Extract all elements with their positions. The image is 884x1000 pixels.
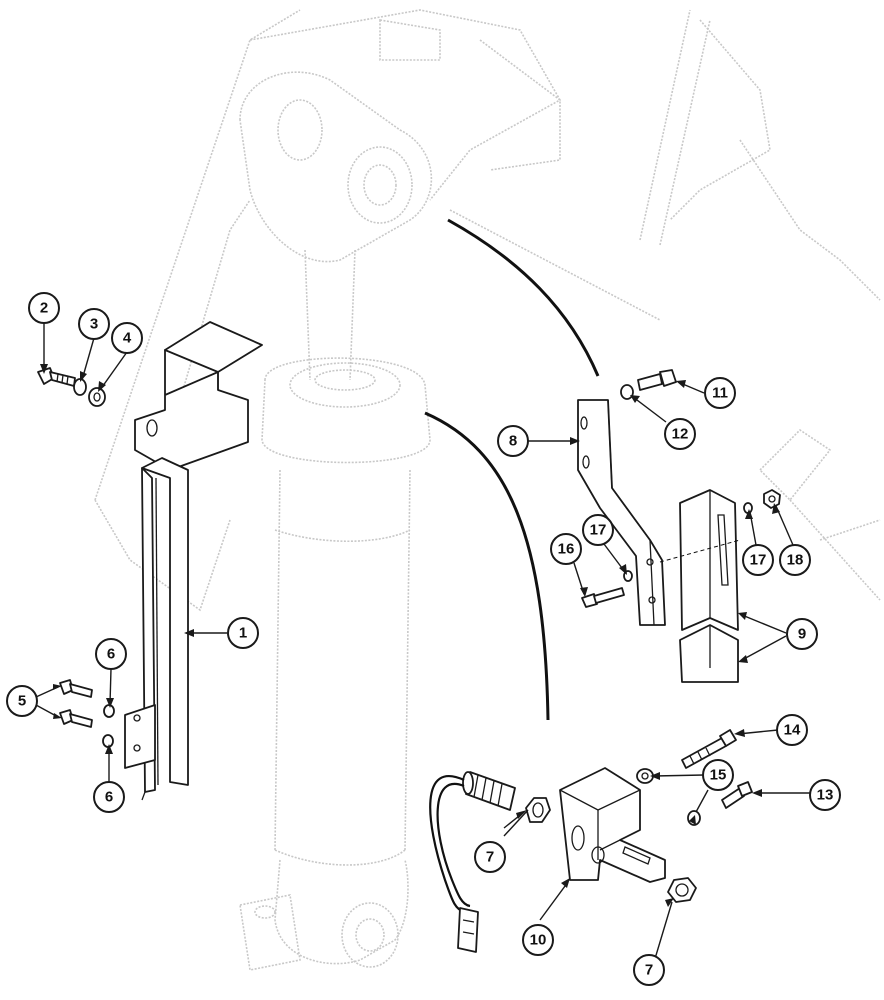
callout-18: 18 — [779, 544, 811, 576]
callout-12: 12 — [664, 418, 696, 450]
callout-10: 10 — [522, 924, 554, 956]
callout-label: 15 — [710, 767, 727, 784]
callout-label: 9 — [798, 626, 806, 643]
bolts-part-5 — [59, 679, 93, 728]
callout-label: 14 — [784, 722, 801, 739]
callout-label: 2 — [40, 300, 48, 317]
leader-arrowheads — [40, 364, 780, 907]
callout-6-lower: 6 — [93, 781, 125, 813]
callout-label: 7 — [486, 849, 494, 866]
nut-part-7-lower — [667, 877, 697, 903]
callout-14: 14 — [776, 714, 808, 746]
callout-1: 1 — [227, 617, 259, 649]
callout-17-left: 17 — [582, 514, 614, 546]
callout-13: 13 — [809, 779, 841, 811]
background-frame-ghost — [94, 9, 881, 612]
bolt-part-13 — [721, 781, 753, 809]
nut-part-18 — [763, 489, 781, 509]
callout-label: 1 — [239, 625, 247, 642]
callout-label: 11 — [712, 385, 728, 402]
callout-11: 11 — [704, 377, 736, 409]
callout-label: 5 — [18, 693, 26, 710]
callout-label: 16 — [558, 541, 575, 558]
callout-4: 4 — [111, 322, 143, 354]
callout-label: 12 — [672, 426, 689, 443]
callout-label: 10 — [530, 932, 547, 949]
callout-7-upper: 7 — [474, 841, 506, 873]
callout-17-right: 17 — [742, 544, 774, 576]
callout-9: 9 — [786, 618, 818, 650]
callout-7-lower: 7 — [633, 954, 665, 986]
callout-label: 17 — [750, 552, 767, 569]
callout-label: 8 — [509, 433, 517, 450]
callout-label: 3 — [90, 316, 98, 333]
angle-brackets-part-9 — [679, 489, 739, 683]
callout-5: 5 — [6, 685, 38, 717]
mounting-bracket-part-1 — [124, 321, 263, 801]
callout-16: 16 — [550, 533, 582, 565]
proximity-sensor — [429, 771, 516, 953]
hydraulic-cylinder-ghost — [239, 71, 433, 971]
washers-part-6 — [102, 704, 115, 748]
bolt-part-2 — [37, 367, 76, 387]
sensor-block-part-10 — [559, 767, 666, 883]
callout-label: 6 — [107, 646, 115, 663]
callout-label: 18 — [787, 552, 804, 569]
nut-part-7-upper — [525, 797, 551, 823]
callout-2: 2 — [28, 292, 60, 324]
callout-label: 17 — [590, 522, 607, 539]
bolt-part-14 — [681, 729, 737, 769]
callout-label: 7 — [645, 962, 653, 979]
callout-label: 13 — [817, 787, 834, 804]
callout-8: 8 — [497, 425, 529, 457]
assembly-path-lines — [424, 218, 600, 721]
callout-3: 3 — [78, 308, 110, 340]
offset-bracket-part-8 — [577, 399, 666, 626]
callout-6-upper: 6 — [95, 638, 127, 670]
callout-label: 4 — [123, 330, 132, 347]
bolt-part-11 — [637, 369, 677, 391]
washer-part-12 — [620, 384, 634, 400]
bolt-part-16 — [581, 587, 625, 608]
callout-label: 6 — [105, 789, 113, 806]
callout-15: 15 — [702, 759, 734, 791]
flat-washer-part-4 — [88, 387, 106, 407]
